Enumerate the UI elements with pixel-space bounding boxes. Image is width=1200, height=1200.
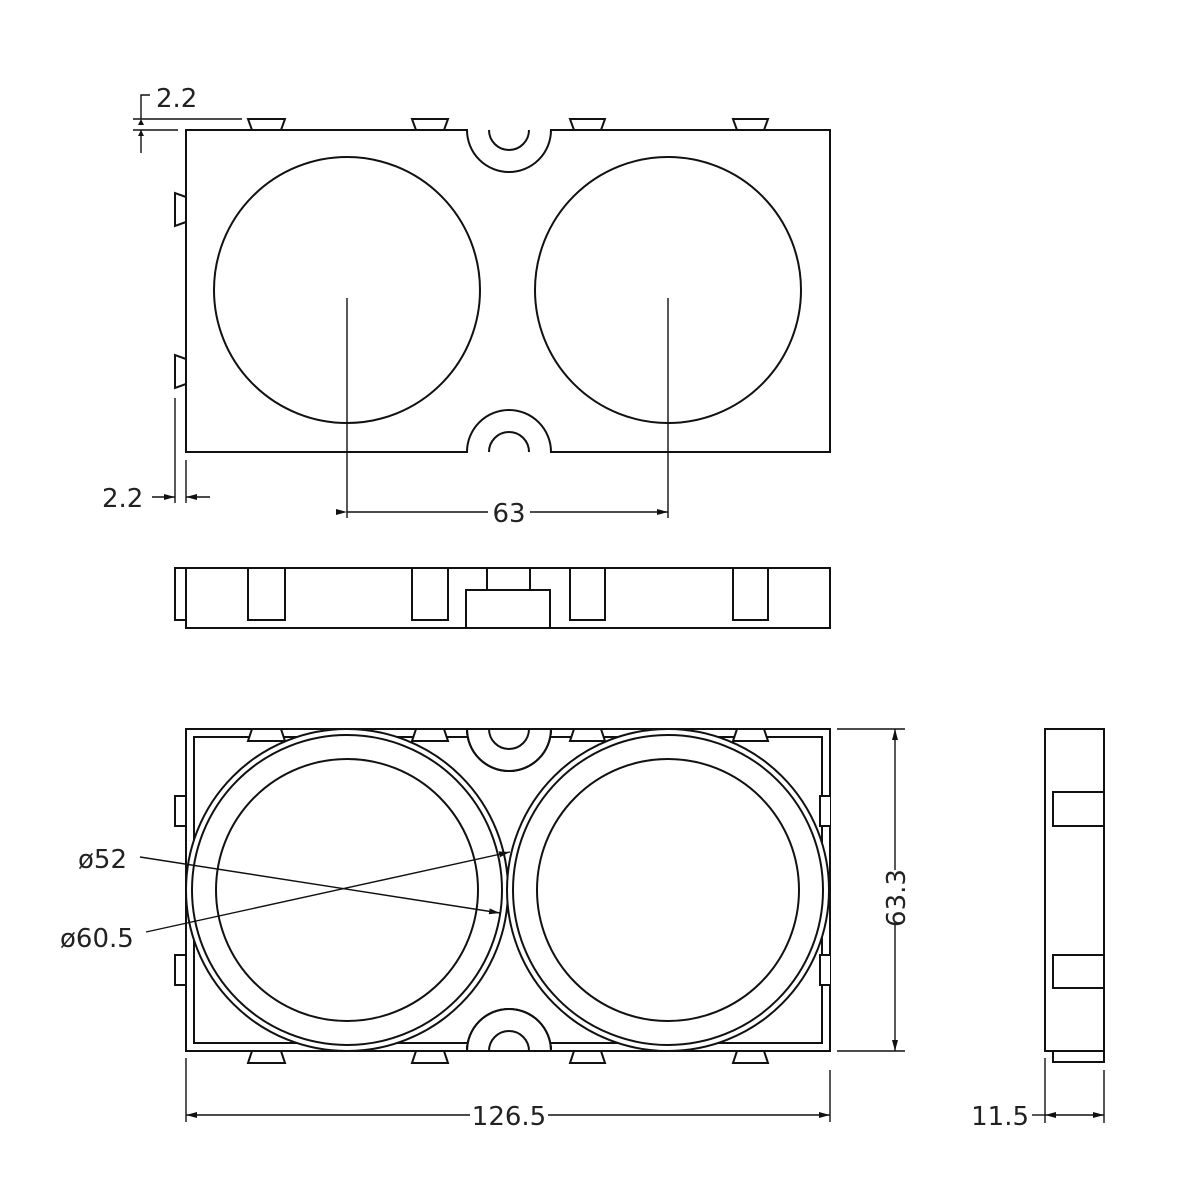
inner-ring-right <box>536 758 800 1022</box>
dim-thickness: 11.5 <box>971 1102 1029 1132</box>
top-tabs <box>174 118 770 390</box>
dim-length: 126.5 <box>472 1102 546 1132</box>
right-side-view: 11.5 <box>971 728 1105 1132</box>
top-view: 63 2.2 2.2 <box>102 84 831 529</box>
inner-ring-left <box>215 758 479 1022</box>
dim-inner-diameter: ø52 <box>78 845 127 875</box>
bottom-view-tabs <box>174 728 830 1064</box>
dim-center-spacing: 63 <box>492 499 525 529</box>
front-view <box>174 567 831 629</box>
dim-left-offset: 2.2 <box>102 484 143 514</box>
bottom-view: ø52 ø60.5 63.3 126.5 <box>60 728 912 1132</box>
dim-outer-diameter: ø60.5 <box>60 924 134 954</box>
dim-top-offset: 2.2 <box>156 84 197 114</box>
dim-height: 63.3 <box>882 869 912 927</box>
